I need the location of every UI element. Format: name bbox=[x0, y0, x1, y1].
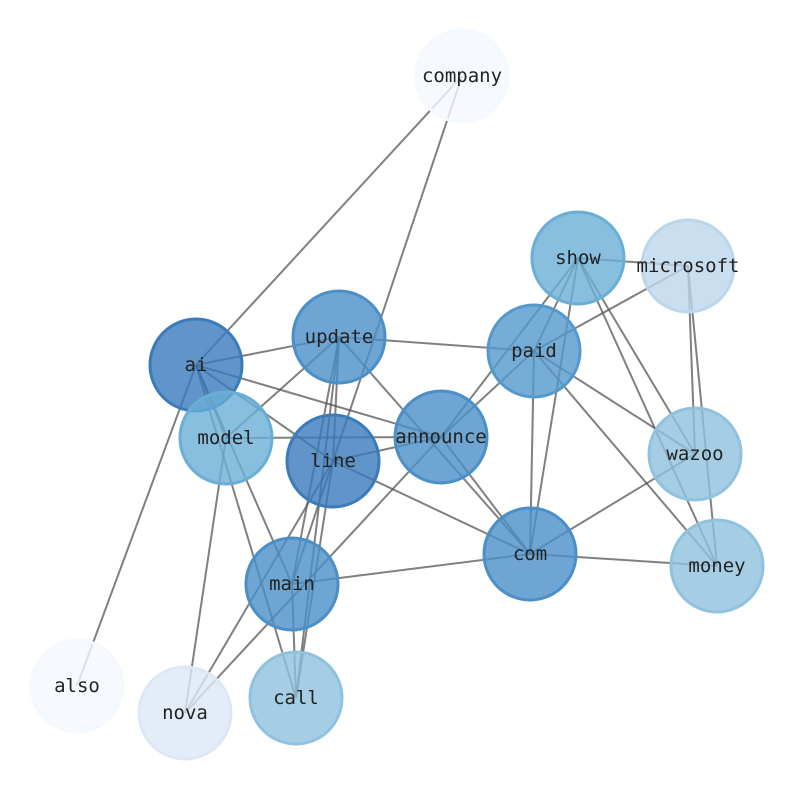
node-line[interactable]: line bbox=[285, 413, 381, 509]
node-circle bbox=[414, 28, 510, 124]
node-circle bbox=[640, 218, 736, 314]
node-label: announce bbox=[395, 426, 487, 448]
node-circle bbox=[669, 518, 765, 614]
node-show[interactable]: show bbox=[530, 210, 626, 306]
edge-show-com bbox=[529, 257, 579, 555]
node-circle bbox=[248, 650, 344, 746]
node-circle bbox=[482, 506, 578, 602]
node-paid[interactable]: paid bbox=[486, 303, 582, 399]
node-circle bbox=[285, 413, 381, 509]
node-label: also bbox=[54, 675, 100, 697]
node-label: com bbox=[513, 543, 547, 565]
node-label: ai bbox=[185, 354, 208, 376]
node-label: model bbox=[197, 427, 254, 449]
node-ai[interactable]: ai bbox=[148, 317, 244, 413]
node-circle bbox=[178, 390, 274, 486]
edge-show-money bbox=[577, 257, 718, 567]
node-call[interactable]: call bbox=[248, 650, 344, 746]
node-microsoft[interactable]: microsoft bbox=[637, 218, 740, 314]
node-label: microsoft bbox=[637, 255, 740, 277]
node-circle bbox=[137, 665, 233, 761]
node-company[interactable]: company bbox=[414, 28, 510, 124]
node-label: line bbox=[310, 450, 356, 472]
node-label: money bbox=[688, 555, 745, 577]
node-label: update bbox=[305, 326, 374, 348]
edge-ai-also bbox=[76, 364, 197, 687]
node-label: wazoo bbox=[666, 443, 723, 465]
edge-company-line bbox=[332, 75, 463, 462]
node-money[interactable]: money bbox=[669, 518, 765, 614]
node-main[interactable]: main bbox=[244, 536, 340, 632]
node-com[interactable]: com bbox=[482, 506, 578, 602]
node-wazoo[interactable]: wazoo bbox=[647, 406, 743, 502]
node-label: paid bbox=[511, 340, 557, 362]
node-also[interactable]: also bbox=[29, 638, 125, 734]
node-label: company bbox=[422, 65, 502, 87]
edge-company-ai bbox=[195, 75, 463, 366]
nodes-layer: company show microsoft update paid ai model ann… bbox=[29, 28, 765, 761]
node-update[interactable]: update bbox=[291, 289, 387, 385]
node-circle bbox=[393, 389, 489, 485]
node-announce[interactable]: announce bbox=[393, 389, 489, 485]
edge-update-call bbox=[295, 336, 340, 699]
node-label: main bbox=[269, 573, 315, 595]
node-circle bbox=[486, 303, 582, 399]
node-circle bbox=[244, 536, 340, 632]
node-label: show bbox=[555, 247, 601, 269]
node-circle bbox=[29, 638, 125, 734]
node-circle bbox=[291, 289, 387, 385]
node-circle bbox=[530, 210, 626, 306]
node-label: nova bbox=[162, 702, 208, 724]
node-label: call bbox=[273, 687, 319, 709]
node-circle bbox=[647, 406, 743, 502]
node-nova[interactable]: nova bbox=[137, 665, 233, 761]
node-model[interactable]: model bbox=[178, 390, 274, 486]
